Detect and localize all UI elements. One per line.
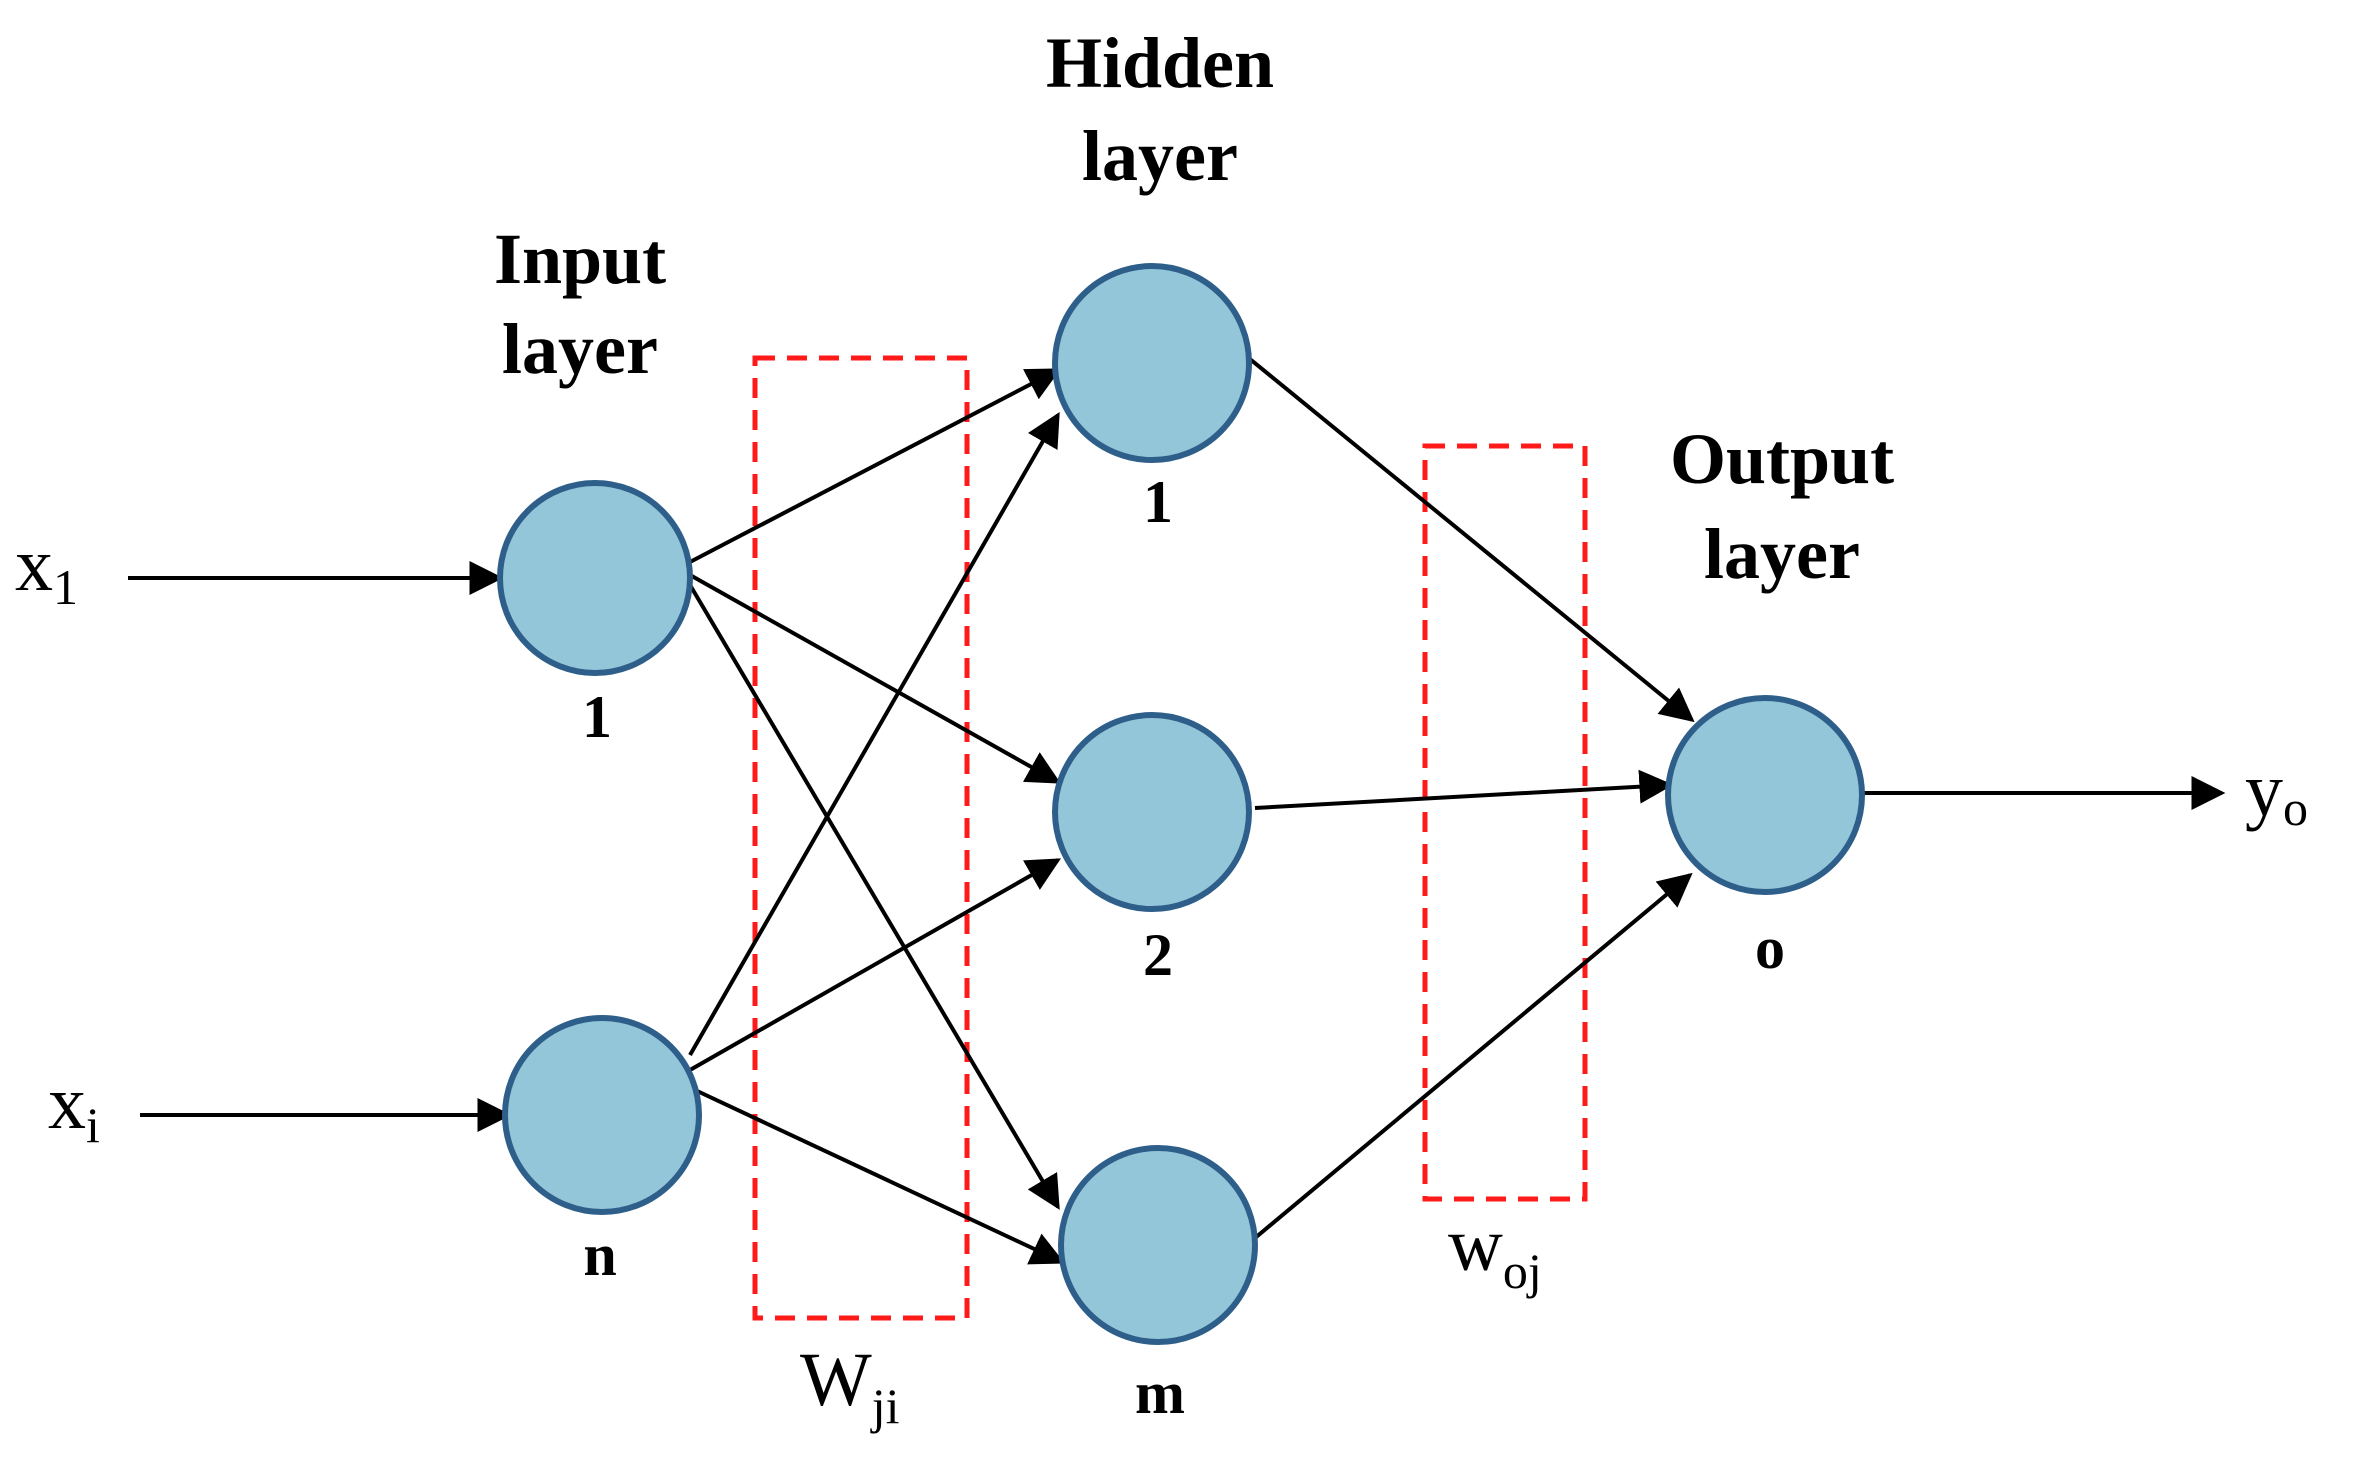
weight-label-wji: Wji <box>800 1338 900 1434</box>
input-layer-title-line2: layer <box>502 309 658 389</box>
output-layer-title-line2: layer <box>1704 514 1860 594</box>
label-hidden-1: 1 <box>1143 469 1173 535</box>
node-hidden-1 <box>1052 263 1252 463</box>
label-hidden-m: m <box>1135 1360 1185 1426</box>
edge-input1-hiddenm <box>688 583 1060 1210</box>
input-var-x1: x1 <box>15 523 78 615</box>
node-input-n <box>502 1015 702 1215</box>
hidden-layer-title-line2: layer <box>1082 116 1238 196</box>
output-var-yo: yo <box>2245 748 2308 836</box>
node-input-1 <box>497 480 693 676</box>
label-input-n: n <box>583 1222 616 1288</box>
edge-inputn-hiddenm <box>694 1088 1066 1265</box>
label-input-1: 1 <box>582 684 612 750</box>
edge-input1-hidden1 <box>689 368 1062 564</box>
input-layer-title-line1: Input <box>494 219 666 299</box>
node-hidden-2 <box>1052 712 1252 912</box>
hidden-layer-title-line1: Hidden <box>1046 23 1274 103</box>
edge-input1-hidden2 <box>689 573 1061 784</box>
node-hidden-m <box>1058 1145 1258 1345</box>
output-layer-title-line1: Output <box>1670 419 1894 499</box>
input-var-xi: xi <box>48 1061 100 1153</box>
weight-label-woj: woj <box>1448 1203 1542 1299</box>
node-output-o <box>1665 695 1865 895</box>
edge-hiddenm-output <box>1253 872 1693 1240</box>
label-hidden-2: 2 <box>1143 922 1173 988</box>
weight-box-woj <box>1422 443 1588 1202</box>
label-output-o: o <box>1755 915 1785 981</box>
edge-hidden1-output <box>1243 353 1695 723</box>
edge-inputn-hidden2 <box>689 858 1061 1072</box>
edge-inputn-hidden1 <box>688 412 1060 1056</box>
edge-hidden2-output <box>1254 769 1674 810</box>
weight-box-wji <box>752 355 970 1321</box>
